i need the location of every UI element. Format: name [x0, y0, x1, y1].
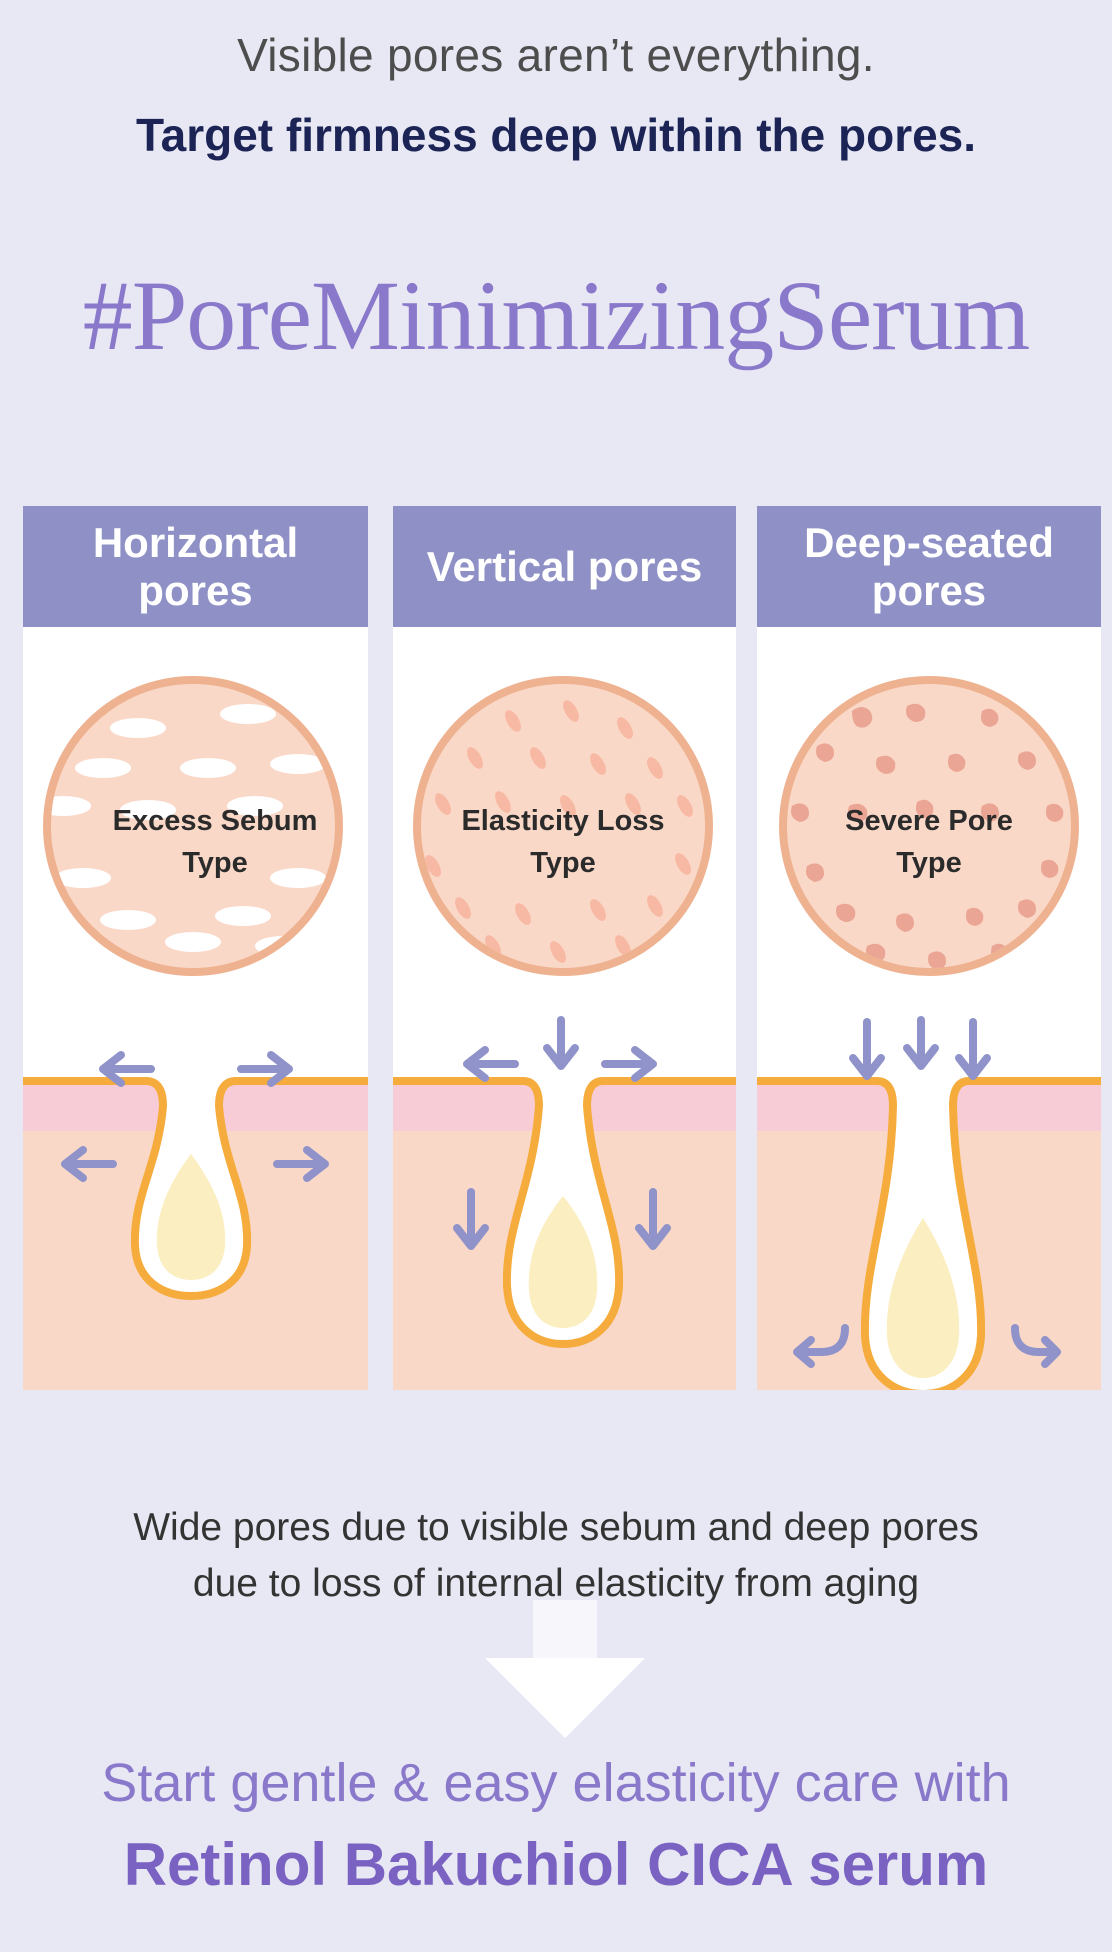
- circle-label-line1: Elasticity Loss: [461, 805, 665, 837]
- hashtag-title: #PoreMinimizingSerum: [82, 260, 1031, 371]
- description-line1: Wide pores due to visible sebum and deep…: [133, 1506, 979, 1549]
- sebum-droplet: [886, 1218, 960, 1378]
- skin-circle: [43, 676, 343, 976]
- circle-label-line2: Type: [896, 847, 962, 879]
- panel-title-line1: Vertical pores: [426, 542, 703, 590]
- headline-bold: Target firmness deep within the pores.: [135, 109, 977, 161]
- product-name: Retinol Bakuchiol CICA serum: [123, 1831, 989, 1898]
- panel-vertical-pores: Vertical pores: [393, 506, 736, 1390]
- sebum-droplet: [156, 1154, 226, 1280]
- panel-title: Deep-seated pores: [757, 506, 1101, 627]
- panel-title: Vertical pores: [393, 506, 736, 627]
- circle-label: Severe Pore Type: [789, 800, 1069, 884]
- expansion-arrows: [61, 1051, 329, 1182]
- horizontal-pores-illustration: [23, 676, 368, 1390]
- cta-line: Start gentle & easy elasticity care with: [101, 1753, 1011, 1813]
- sebum-spots: [51, 704, 326, 964]
- panel-title: Horizontal pores: [23, 506, 368, 627]
- description-text: Wide pores due to visible sebum and deep…: [0, 1500, 1112, 1612]
- panel-horizontal-pores: Horizontal pores Excess Seb: [23, 506, 368, 1390]
- panel-title-line1: Deep-seated: [804, 518, 1054, 566]
- panel-title-line2: pores: [138, 566, 253, 614]
- elongated-pore-spots: [425, 700, 693, 963]
- circle-label-line1: Excess Sebum: [112, 805, 318, 837]
- circle-label: Elasticity Loss Type: [423, 800, 703, 884]
- down-arrow-icon: [485, 1600, 645, 1738]
- panel-deep-seated-pores: Deep-seated pores: [757, 506, 1101, 1390]
- headline-top: Visible pores aren’t everything.: [237, 29, 875, 81]
- vertical-pores-illustration: [393, 676, 736, 1390]
- panel-title-line2: pores: [871, 566, 987, 614]
- deep-seated-pores-illustration: [757, 676, 1101, 1390]
- circle-label-line2: Type: [530, 847, 596, 879]
- circle-label-line2: Type: [182, 847, 248, 879]
- downward-arrows: [793, 1016, 1061, 1368]
- skin-circle: [413, 676, 713, 976]
- expansion-arrows: [453, 1016, 671, 1250]
- sebum-droplet: [528, 1196, 598, 1328]
- circle-label-line1: Severe Pore: [845, 805, 1013, 837]
- circle-label: Excess Sebum Type: [75, 800, 355, 884]
- skin-circle: [779, 676, 1079, 976]
- panel-title-line1: Horizontal: [92, 518, 299, 566]
- description-line2: due to loss of internal elasticity from …: [192, 1562, 920, 1605]
